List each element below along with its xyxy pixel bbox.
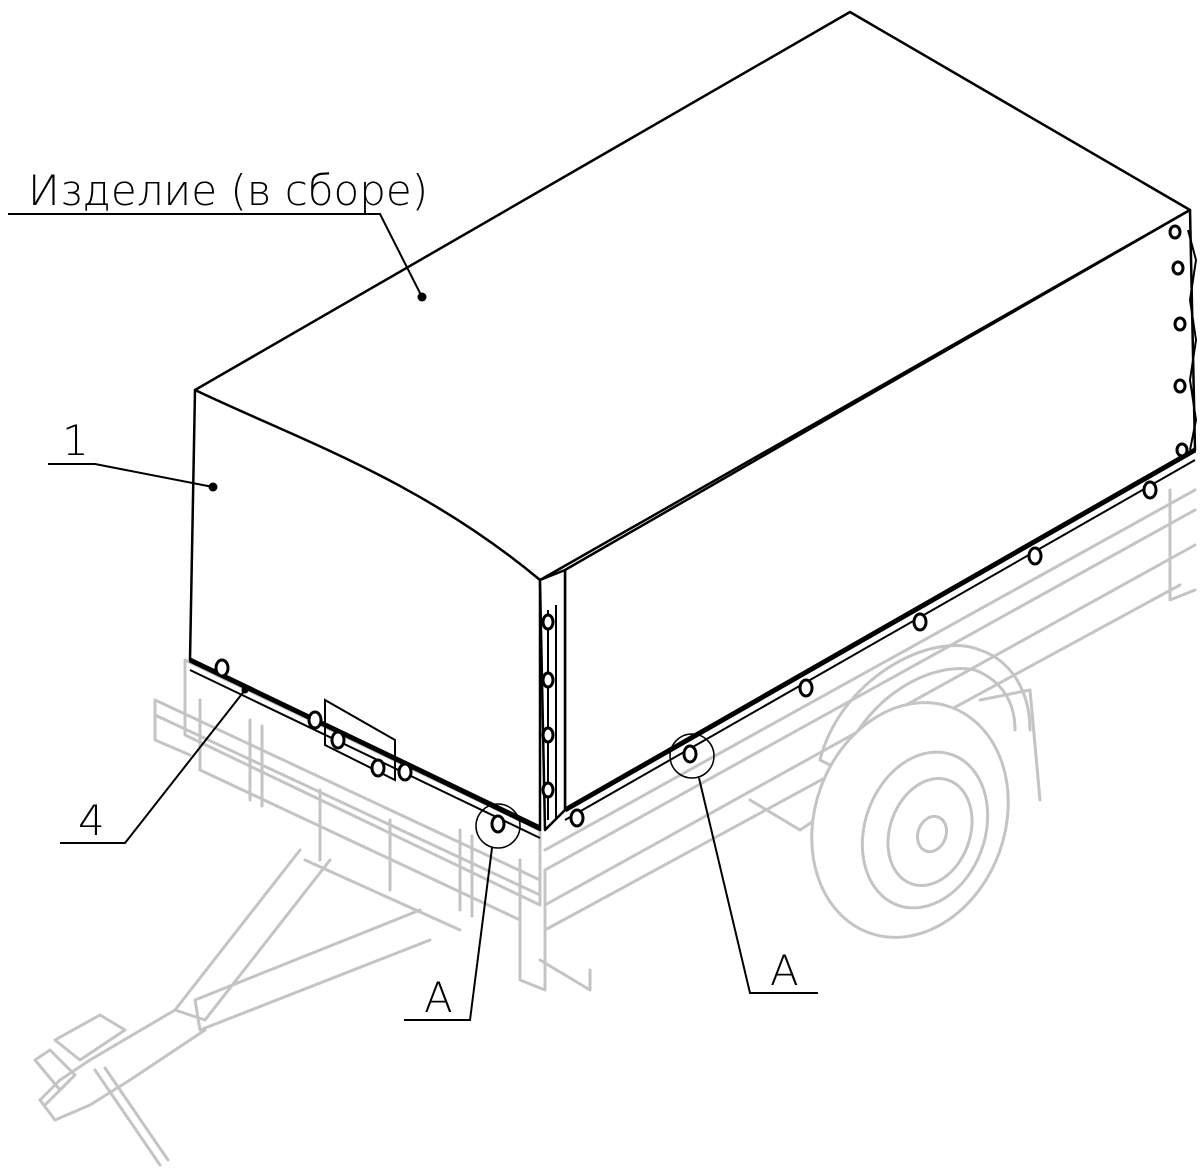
detail-a-right-label: A — [770, 946, 799, 995]
corner-eyelets — [541, 613, 555, 799]
part-4-label: 4 — [78, 796, 105, 845]
callout-detail-a-right: A — [669, 733, 818, 995]
trailer-wheel — [810, 701, 1010, 939]
trailer-front-board — [153, 658, 592, 992]
front-eyelets — [214, 658, 506, 834]
trailer-body — [33, 488, 1197, 1167]
awning-front-flap — [324, 698, 396, 782]
trailer-drawbar — [33, 848, 462, 1167]
rear-eyelets — [1168, 224, 1189, 458]
detail-a-left-label: A — [424, 973, 453, 1022]
callout-part-1: 1 — [48, 416, 218, 492]
callout-detail-a-left: A — [404, 803, 521, 1022]
assembly-label: Изделие (в сборе) — [28, 166, 428, 215]
callout-part-4: 4 — [60, 686, 249, 845]
awning-assembly — [188, 10, 1198, 839]
callout-assembly: Изделие (в сборе) — [8, 166, 428, 302]
part-1-label: 1 — [62, 416, 89, 465]
awning-front-panel — [188, 388, 542, 832]
side-eyelets — [569, 480, 1158, 828]
